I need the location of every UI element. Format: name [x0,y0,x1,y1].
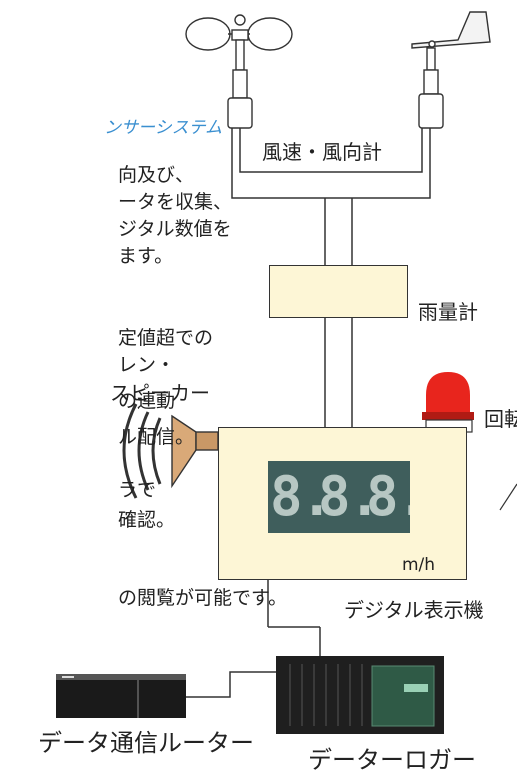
browse-line: の閲覧が可能です。 [118,587,288,609]
logger-label: データーロガー [308,746,476,774]
digit-display: 8. 8. 8. [268,461,410,533]
display-digit: 8. [318,465,381,528]
wind-vane-icon [411,11,491,129]
alarm-line: レン・ [118,354,176,376]
anemometer-label: 風速・風向計 [262,140,382,164]
rotating-beacon-icon [422,372,474,433]
description-line: ジタル数値を [118,218,232,240]
description-line: ータを収集、 [118,191,233,213]
router-label: データ通信ルーター [38,729,254,757]
camera-line: 確認。 [118,509,176,531]
display-unit-label: m/h [402,555,436,575]
alarm-line: 定値超での [118,327,214,349]
sensor-cable [186,128,431,698]
camera-line: ラで [118,479,157,501]
display-device-label: デジタル表示機 [344,598,484,622]
rotating-light-label: 回転 [484,407,517,431]
system-title: ンサーシステム [104,118,223,138]
rain-gauge-label: 雨量計 [418,300,478,324]
data-logger-icon [276,656,444,734]
speaker-icon [122,403,219,499]
description-line: ます。 [118,245,174,267]
wireless-link-line [499,483,517,511]
alarm-line: ル配信。 [118,426,195,448]
speaker-label: スピーカー [110,381,210,405]
alarm-line: の連動 [118,390,176,412]
router-icon [56,674,186,718]
description-line: 向及び、 [118,164,195,186]
cup-anemometer-icon [185,14,293,129]
display-digit: 8. [366,465,410,528]
rain-gauge-box [269,265,408,318]
display-digit: 8. [270,465,333,528]
